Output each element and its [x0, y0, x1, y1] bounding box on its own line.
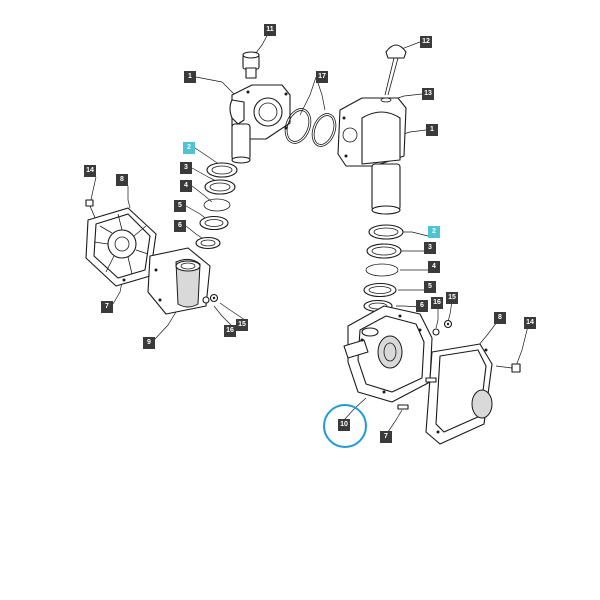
callout-11: 11 [264, 24, 276, 36]
part-14-right-bolt [495, 363, 521, 373]
callout-14-right: 14 [524, 317, 536, 329]
callout-15-left: 15 [236, 319, 248, 331]
part-1-left-housing [229, 84, 291, 164]
callout-16-right: 16 [431, 297, 443, 309]
highlight-circle-10 [323, 404, 367, 448]
callout-9: 9 [143, 337, 155, 349]
callout-6-right: 6 [416, 300, 428, 312]
callout-14-left: 14 [84, 165, 96, 177]
part-8-left-cover [85, 207, 157, 287]
callout-4-left: 4 [180, 180, 192, 192]
callout-7-right: 7 [380, 431, 392, 443]
callout-17: 17 [316, 71, 328, 83]
part-16-15-right-fasteners [432, 319, 453, 336]
callout-2-right: 2 [428, 226, 440, 238]
part-7-dowel-pins [397, 377, 437, 410]
callout-4-right: 4 [428, 261, 440, 273]
part-8-right-cover [425, 343, 493, 445]
callout-10: 10 [338, 419, 350, 431]
callout-15-right: 15 [446, 292, 458, 304]
part-11-cap [242, 51, 260, 79]
callout-5-right: 5 [424, 281, 436, 293]
callout-12: 12 [420, 36, 432, 48]
part-10-right-housing [343, 305, 433, 403]
callout-7-left: 7 [101, 301, 113, 313]
part-16-15-left-fasteners [202, 293, 219, 304]
part-17-o-rings [284, 108, 337, 147]
callout-13: 13 [422, 88, 434, 100]
callout-1-left: 1 [184, 71, 196, 83]
callout-16-left: 16 [224, 325, 236, 337]
callout-1-right: 1 [426, 124, 438, 136]
callout-3-right: 3 [424, 242, 436, 254]
left-bearing-stack [195, 162, 238, 250]
callout-3-left: 3 [180, 162, 192, 174]
part-9-lower-housing [122, 247, 211, 315]
callout-2-left: 2 [183, 142, 195, 154]
leader-lines [89, 29, 529, 433]
callout-8-right: 8 [494, 312, 506, 324]
part-14-left-bolt [85, 199, 97, 221]
part-12-dipstick [384, 44, 407, 96]
right-bearing-stack [363, 224, 404, 313]
callout-5-left: 5 [174, 200, 186, 212]
part-1-right-housing [337, 97, 407, 215]
callout-8-left: 8 [116, 174, 128, 186]
callout-6-left: 6 [174, 220, 186, 232]
